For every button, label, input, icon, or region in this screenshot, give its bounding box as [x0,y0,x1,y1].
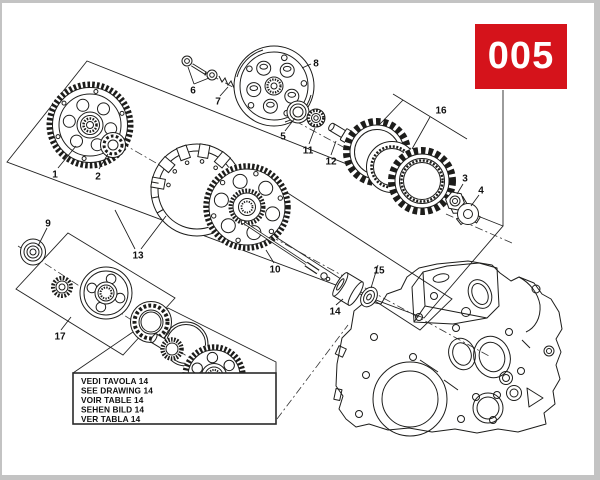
group-box-17 [15,232,176,356]
crankcase-half [333,260,563,437]
note-line-1: VEDI TAVOLA 14 [81,376,148,386]
note-line-4: SEHEN BILD 14 [81,405,144,415]
part-label-12: 12 [325,157,337,168]
part-16-plate-stack [343,118,456,215]
note-line-3: VOIR TABLE 14 [81,395,144,405]
page-number-text: 005 [487,35,555,77]
part-6-bolt [181,55,218,81]
part-label-16: 16 [435,106,447,117]
note-line-5: VER TABLA 14 [81,414,141,424]
drum-fingers [150,143,232,190]
axis-line-pushrod [242,220,490,357]
part-label-3: 3 [462,174,468,185]
part-17-hub-assembly [51,266,209,367]
note-box: VEDI TAVOLA 14 SEE DRAWING 14 VOIR TABLE… [72,372,277,425]
part-label-10: 10 [269,265,281,276]
spring-posts [246,60,300,114]
part-label-4: 4 [478,186,484,197]
bracket-16 [379,93,468,150]
crankcase-bolt-holes [355,292,525,423]
part-label-5: 5 [280,132,286,143]
part-11-splined-nut [306,108,326,128]
part-4-tab-washer [455,203,481,226]
note-line-2: SEE DRAWING 14 [81,386,153,396]
part-label-17: 17 [54,332,66,343]
part-label-13: 13 [132,251,144,262]
part-15-washer [360,286,378,308]
part-2-washer [100,132,126,158]
part-label-14: 14 [329,307,341,318]
part-label-1: 1 [52,170,58,181]
axis-line-primary [276,324,349,420]
part-10-pushrod [240,219,331,282]
leader-lines [37,63,480,331]
part-label-15: 15 [373,266,385,277]
part-label-2: 2 [95,172,101,183]
part-9-washer [20,238,46,266]
part-13-clutch-drum [150,143,291,251]
note-box-frame [72,372,277,425]
part-label-11: 11 [303,146,314,157]
part-number-labels: 1 2 3 4 5 6 7 8 9 10 11 12 13 14 15 16 1… [45,59,484,343]
part-label-6: 6 [190,86,196,97]
part-5-washer [286,100,310,124]
page-number-badge: 005 [475,24,567,89]
part-label-8: 8 [313,59,319,70]
part-label-9: 9 [45,219,51,230]
part-label-7: 7 [215,97,221,108]
drum-slots [151,181,164,214]
